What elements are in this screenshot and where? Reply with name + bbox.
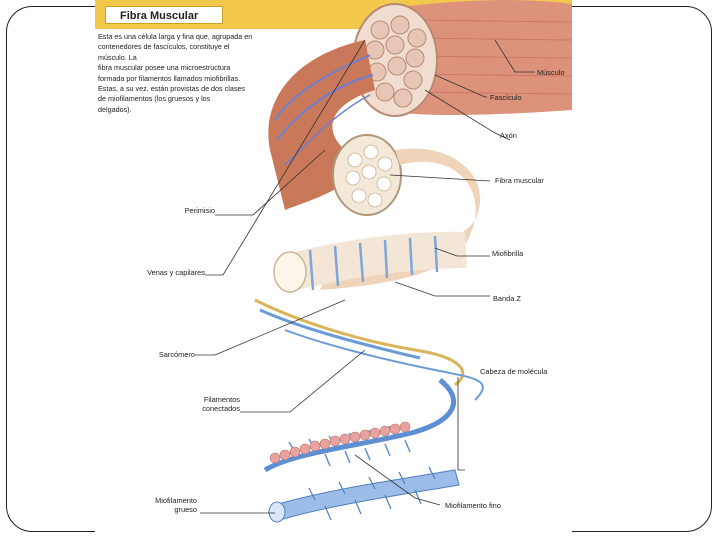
thick-filament-rod — [274, 469, 460, 521]
label-miofilamento-grueso: Miofilamento grueso — [155, 496, 197, 514]
actin-beads — [269, 421, 411, 464]
thick-filament-band — [259, 308, 421, 360]
label-miofibrilla: Miofibrilla — [492, 249, 524, 258]
anatomy-illustration — [195, 0, 572, 523]
label-banda-z: Banda Z — [493, 294, 521, 303]
label-sarcomero: Sarcómero — [158, 350, 195, 359]
thick-filament-sweep — [263, 378, 457, 473]
label-filamentos-conectados: Filamentos conectados — [202, 395, 240, 413]
label-venas-capilares: Venas y capilares — [147, 268, 205, 277]
label-fasciculo: Fascículo — [490, 93, 522, 102]
myofibril-end — [273, 251, 307, 293]
label-miofilamento-fino: Miofilamento fino — [445, 501, 501, 510]
figure-title: Fibra Muscular — [105, 6, 223, 24]
muscle-fiber-diagram: Fibra Muscular Esta es una célula larga … — [95, 0, 572, 540]
muscle-bundle — [395, 0, 572, 116]
label-cabeza-molecula: Cabeza de molécula — [480, 367, 548, 376]
thin-filament-band — [254, 298, 465, 387]
myofibril — [285, 231, 467, 292]
thick-filament-end — [268, 501, 286, 523]
label-musculo: Músculo — [537, 68, 565, 77]
label-fibra-muscular: Fibra muscular — [495, 176, 544, 185]
label-perimisio: Perimisio — [184, 206, 215, 215]
intro-text: Esta es una célula larga y fina que, agr… — [98, 32, 253, 114]
label-axon: Axón — [500, 131, 517, 140]
